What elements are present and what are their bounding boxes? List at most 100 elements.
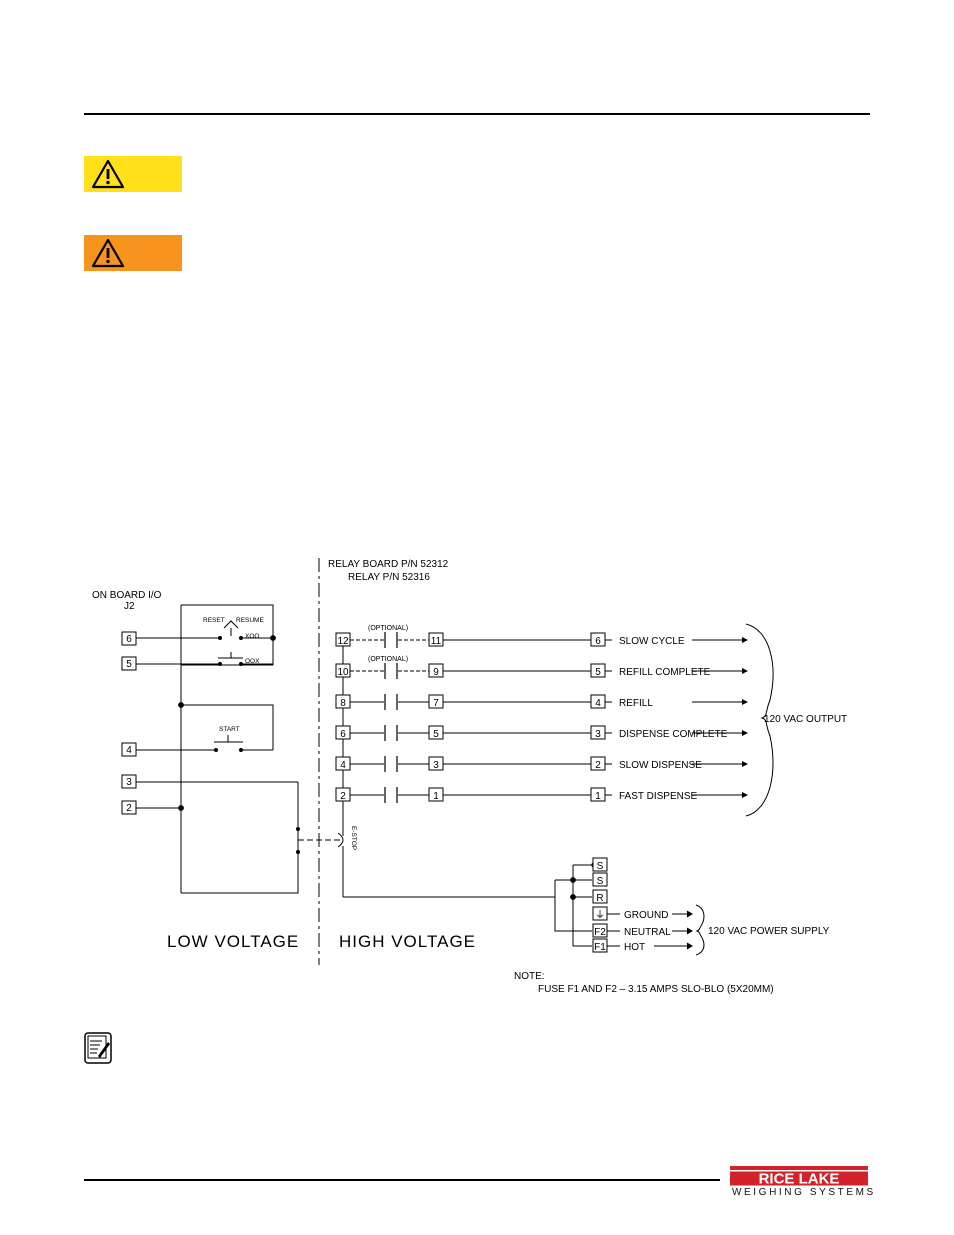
relay-right-terminal bbox=[428, 787, 444, 802]
j2-pin-label: 2 bbox=[126, 803, 132, 814]
output-label-text: REFILL bbox=[619, 698, 653, 709]
power-terminal-label: S bbox=[597, 876, 604, 887]
output-label-text: SLOW DISPENSE bbox=[619, 760, 702, 771]
relay-row: 4 3 2 SLOW DISPENSE bbox=[335, 756, 748, 772]
output-terminal-label: 1 bbox=[595, 791, 601, 802]
power-terminal-label: ⏚ bbox=[595, 909, 605, 921]
j2-pin-label: 3 bbox=[126, 777, 132, 788]
j2-pin-4 bbox=[121, 742, 137, 757]
output-terminal-label: 4 bbox=[595, 698, 601, 709]
relay-left-terminal-label: 6 bbox=[340, 729, 346, 740]
output-terminal-label: 5 bbox=[595, 667, 601, 678]
j2-pin-label: 6 bbox=[126, 634, 132, 645]
resume-label: RESUME bbox=[236, 617, 264, 624]
output-label-text: DISPENSE COMPLETE bbox=[619, 729, 728, 740]
rice-lake-wordmark: RICE LAKE bbox=[730, 1166, 868, 1188]
estop-label: E-STOP bbox=[350, 826, 357, 850]
output-label-text: SLOW CYCLE bbox=[619, 636, 685, 647]
footer-rule bbox=[84, 1179, 720, 1181]
brand-tagline: WEIGHING SYSTEMS bbox=[732, 1187, 876, 1198]
relay-right-terminal bbox=[428, 725, 444, 740]
power-supply-label: 120 VAC POWER SUPPLY bbox=[708, 926, 830, 937]
relay-right-terminal-label: 5 bbox=[433, 729, 439, 740]
relay-label: RELAY P/N 52316 bbox=[348, 572, 430, 583]
relay-right-terminal-label: 7 bbox=[433, 698, 439, 709]
relay-right-terminal bbox=[428, 632, 444, 647]
warning-triangle-icon bbox=[91, 238, 125, 268]
note-text: FUSE F1 AND F2 – 3.15 AMPS SLO-BLO (5X20… bbox=[538, 984, 774, 995]
power-terminal-label: F1 bbox=[594, 942, 606, 953]
output-terminal-label: 6 bbox=[595, 636, 601, 647]
output-terminal bbox=[590, 725, 606, 740]
power-terminal bbox=[592, 857, 608, 872]
reset-label: RESET bbox=[203, 617, 225, 624]
optional-label: (OPTIONAL) bbox=[368, 625, 408, 632]
relay-left-terminal bbox=[335, 663, 351, 678]
relay-right-terminal bbox=[428, 663, 444, 678]
relay-right-terminal-label: 9 bbox=[433, 667, 439, 678]
relay-row: 12 11 6 SLOW CYCLE (OPTIONAL) bbox=[335, 625, 748, 648]
output-label: 120 VAC OUTPUT bbox=[764, 714, 847, 725]
relay-left-terminal-label: 12 bbox=[337, 636, 349, 647]
warning-label bbox=[84, 235, 182, 271]
oox-label: OOX bbox=[245, 658, 260, 665]
j2-pin-2 bbox=[121, 800, 137, 815]
optional-label: (OPTIONAL) bbox=[368, 656, 408, 663]
note-title: NOTE: bbox=[514, 971, 545, 982]
output-terminal-label: 2 bbox=[595, 760, 601, 771]
j2-pin-3 bbox=[121, 774, 137, 789]
relay-right-terminal bbox=[428, 756, 444, 771]
caution-warning-icon bbox=[91, 159, 125, 189]
relay-row: 6 5 3 DISPENSE COMPLETE bbox=[335, 725, 748, 741]
output-terminal bbox=[590, 663, 606, 678]
relay-right-terminal bbox=[428, 694, 444, 709]
power-terminal bbox=[592, 889, 608, 904]
start-label: START bbox=[219, 726, 240, 733]
power-line-label: HOT bbox=[624, 942, 645, 953]
j2-pins: 6 5 4 3 2 bbox=[121, 631, 137, 815]
j2-pin-6 bbox=[121, 631, 137, 646]
low-voltage-label: LOW VOLTAGE bbox=[167, 932, 299, 951]
brand-text: RICE LAKE bbox=[759, 1171, 840, 1187]
relay-right-terminal-label: 11 bbox=[431, 636, 442, 647]
power-terminal-label: R bbox=[596, 893, 603, 904]
relay-left-terminal bbox=[335, 725, 351, 740]
relay-left-terminal bbox=[335, 787, 351, 802]
output-terminal bbox=[590, 756, 606, 771]
j2-label: J2 bbox=[124, 601, 135, 612]
power-terminal-label: S bbox=[597, 861, 604, 872]
output-terminal bbox=[590, 694, 606, 709]
relay-left-terminal bbox=[335, 694, 351, 709]
output-terminal-label: 3 bbox=[595, 729, 601, 740]
caution-label bbox=[84, 156, 182, 192]
output-terminal bbox=[590, 787, 606, 802]
relay-left-terminal bbox=[335, 756, 351, 771]
output-label-text: FAST DISPENSE bbox=[619, 791, 698, 802]
relay-board-label: RELAY BOARD P/N 52312 bbox=[328, 559, 449, 570]
relay-row: 10 9 5 REFILL COMPLETE (OPTIONAL) bbox=[335, 656, 748, 679]
output-terminal bbox=[590, 632, 606, 647]
high-voltage-label: HIGH VOLTAGE bbox=[339, 932, 476, 951]
relay-left-terminal-label: 10 bbox=[337, 667, 349, 678]
output-label-text: REFILL COMPLETE bbox=[619, 667, 711, 678]
j2-pin-5 bbox=[121, 656, 137, 671]
rice-lake-logo: RICE LAKE WEIGHING SYSTEMS bbox=[730, 1166, 873, 1200]
relay-left-terminal-label: 4 bbox=[340, 760, 346, 771]
j2-pin-label: 4 bbox=[126, 745, 132, 756]
power-terminal bbox=[592, 872, 608, 887]
power-terminal-label: F2 bbox=[594, 927, 606, 938]
j2-pin-label: 5 bbox=[126, 659, 132, 670]
relay-right-terminal-label: 3 bbox=[433, 760, 439, 771]
relay-left-terminal bbox=[335, 632, 351, 647]
header-rule bbox=[84, 113, 870, 115]
note-icon bbox=[84, 1032, 112, 1064]
power-line-label: GROUND bbox=[624, 910, 668, 921]
xoo-label: XOO bbox=[245, 633, 259, 640]
onboard-io-label: ON BOARD I/O bbox=[92, 590, 162, 601]
power-line-label: NEUTRAL bbox=[624, 927, 671, 938]
